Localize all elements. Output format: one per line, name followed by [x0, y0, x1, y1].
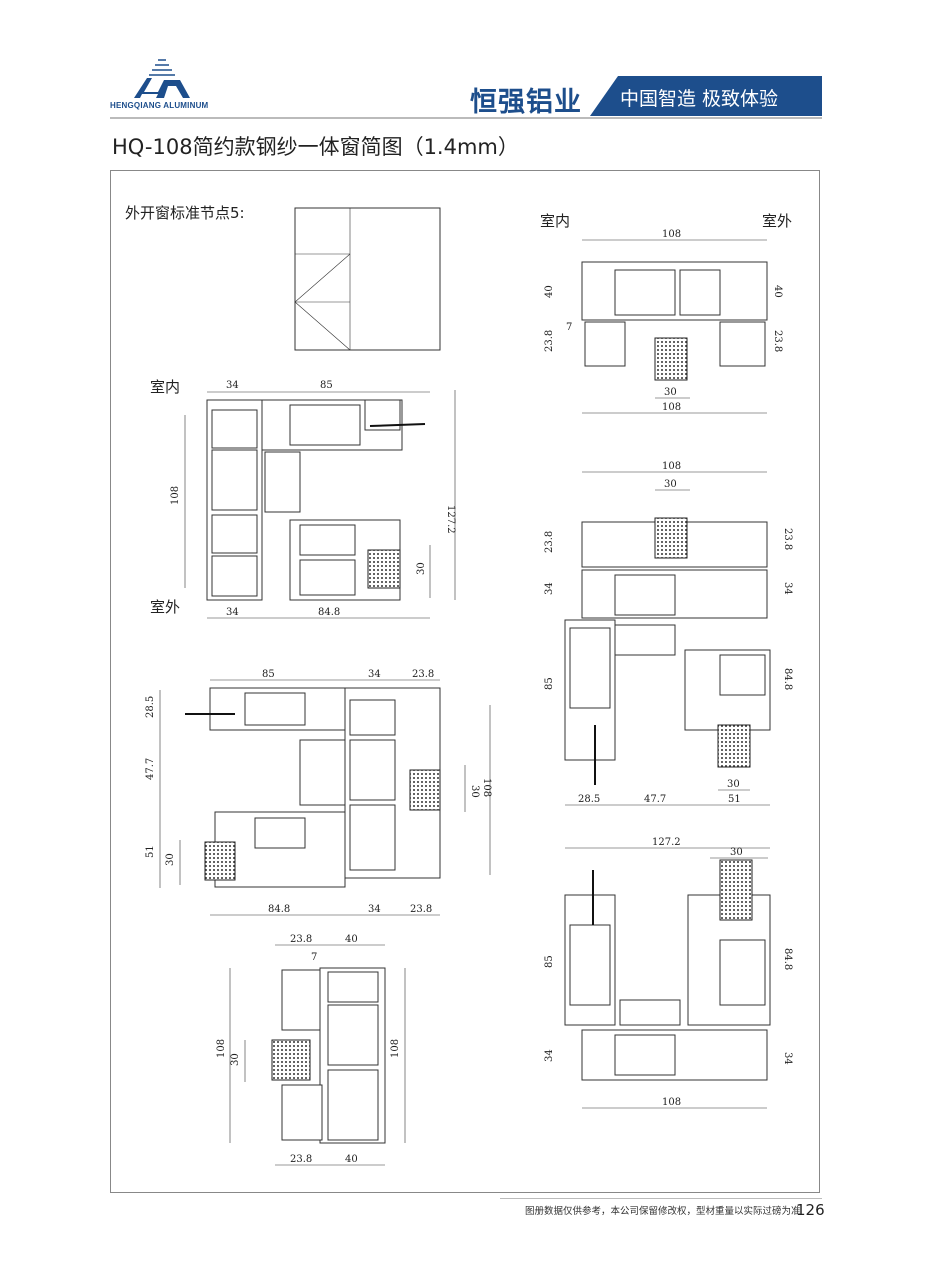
dim: 40 [345, 1154, 358, 1165]
dim: 47.7 [644, 794, 666, 805]
brand-name: 恒强铝业 [470, 87, 582, 118]
dim: 34 [368, 669, 381, 680]
slogan: 中国智造 极致体验 [620, 88, 779, 110]
dim: 23.8 [544, 531, 555, 553]
dim: 47.7 [145, 758, 156, 780]
dim: 108 [662, 461, 681, 472]
label-inside: 室内 [540, 212, 570, 230]
dim: 84.8 [268, 904, 290, 915]
dim: 7 [311, 952, 317, 963]
label-outside: 室外 [150, 598, 180, 616]
dim: 7 [566, 322, 572, 333]
dim: 108 [390, 1039, 401, 1058]
footer-divider [500, 1198, 822, 1199]
page-title: HQ-108简约款钢纱一体窗简图（1.4mm） [112, 135, 519, 159]
dim: 23.8 [782, 528, 793, 550]
dim: 34 [226, 380, 239, 391]
dim: 51 [728, 794, 741, 805]
dim: 108 [216, 1039, 227, 1058]
dim: 28.5 [145, 696, 156, 718]
dim: 40 [345, 934, 358, 945]
dim: 85 [262, 669, 275, 680]
dim: 34 [782, 1052, 793, 1065]
dim: 30 [664, 387, 677, 398]
footer-note: 图册数据仅供参考，本公司保留修改权，型材重量以实际过磅为准 [525, 1206, 801, 1217]
dim: 51 [145, 845, 156, 858]
dim: 23.8 [410, 904, 432, 915]
page-number: 126 [796, 1201, 825, 1219]
dim: 108 [481, 778, 492, 797]
dim: 85 [320, 380, 333, 391]
slogan-banner [590, 76, 822, 116]
dim: 23.8 [772, 330, 783, 352]
label-inside: 室内 [150, 378, 180, 396]
dim: 30 [230, 1053, 241, 1066]
dim: 40 [772, 285, 783, 298]
dim: 34 [226, 607, 239, 618]
dim: 40 [544, 285, 555, 298]
dim: 84.8 [782, 668, 793, 690]
dim: 30 [416, 562, 427, 575]
header-divider [110, 117, 822, 119]
dim: 85 [544, 955, 555, 968]
dim: 34 [544, 582, 555, 595]
dim: 127.2 [652, 837, 681, 848]
drawing-frame [110, 170, 820, 1193]
dim: 85 [544, 677, 555, 690]
section-drawing-a: 室内 室外 34 85 108 127.2 30 34 84.8 [150, 378, 456, 619]
section-drawing-c: 23.8 40 7 108 30 108 23.8 40 [216, 934, 406, 1166]
dim: 84.8 [782, 948, 793, 970]
dim: 34 [544, 1049, 555, 1062]
section-drawing-f: 127.2 30 85 34 84.8 34 108 [544, 837, 793, 1109]
company-logo [134, 59, 190, 98]
section-drawing-b: 85 34 23.8 28.5 47.7 51 30 30 108 84.8 3… [145, 669, 492, 916]
section-drawing-d: 室内 室外 108 40 23.8 7 40 23.8 30 108 [540, 212, 792, 414]
node-label: 外开窗标准节点5: [125, 204, 245, 222]
dim: 30 [727, 779, 740, 790]
dim: 108 [662, 229, 681, 240]
dim: 23.8 [290, 1154, 312, 1165]
dim: 127.2 [445, 505, 456, 534]
section-drawing-e: 108 30 23.8 34 85 23.8 34 84.8 30 28.5 4… [544, 461, 793, 806]
node-schematic [294, 207, 441, 351]
label-outside: 室外 [762, 212, 792, 230]
logo-text: HENGQIANG ALUMINUM [110, 101, 209, 110]
dim: 108 [662, 1097, 681, 1108]
dim: 28.5 [578, 794, 600, 805]
dim: 34 [368, 904, 381, 915]
dim: 84.8 [318, 607, 340, 618]
dim: 23.8 [544, 330, 555, 352]
dim: 23.8 [290, 934, 312, 945]
dim: 30 [165, 853, 176, 866]
dim: 108 [170, 486, 181, 505]
dim: 34 [782, 582, 793, 595]
dim: 30 [730, 847, 743, 858]
dim: 23.8 [412, 669, 434, 680]
dim: 108 [662, 402, 681, 413]
dim: 30 [664, 479, 677, 490]
dim: 30 [469, 785, 480, 798]
